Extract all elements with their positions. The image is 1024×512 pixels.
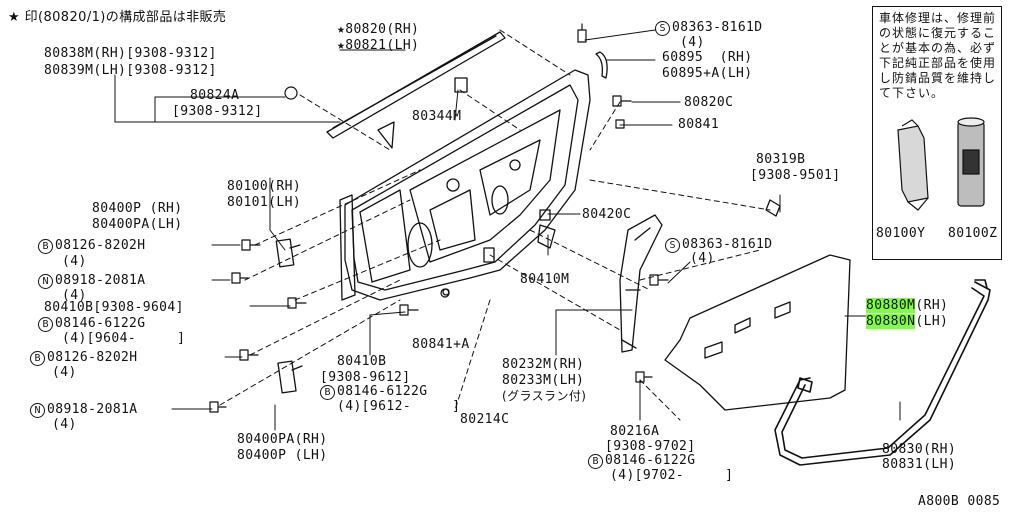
label-60895a: 60895+A(LH) (662, 66, 753, 81)
label-80880n: 80880N(LH) (866, 314, 949, 329)
label-08918-bot-qty: (4) (52, 417, 77, 432)
label-80214c: 80214C (460, 412, 510, 427)
screw-symbol: S (665, 238, 680, 253)
hinge-upper (275, 238, 301, 268)
label-80420c: 80420C (582, 207, 632, 222)
label-80831: 80831(LH) (882, 457, 957, 472)
door-shell (339, 69, 591, 301)
figure-reference: A800B 0085 (918, 494, 1001, 509)
label-80410m: 80410M (520, 272, 570, 287)
nut-symbol: N (38, 274, 53, 289)
notice-item-80100z: 80100Z (948, 226, 998, 241)
label-80216a: 80216A (610, 424, 660, 439)
label-08146-left-qty: (4)[9604- ] (62, 331, 186, 346)
repair-notice-text: 車体修理は、修理前の状態に復元することが基本の為、必ず下記純正部品を使用し防錆品… (879, 11, 997, 100)
nut-symbol: N (30, 403, 45, 418)
highlight-80880n: 80880N (866, 314, 916, 329)
label-80824a: 80824A (190, 88, 240, 103)
screw-symbol: S (655, 21, 670, 36)
repair-notice-box: 車体修理は、修理前の状態に復元することが基本の為、必ず下記純正部品を使用し防錆品… (872, 6, 1002, 260)
label-80838m: 80838M(RH)[9308-9312] (44, 46, 217, 61)
bolt-symbol: B (320, 385, 335, 400)
sealant-tube-icon (897, 119, 929, 211)
label-80344m: 80344M (412, 109, 462, 124)
window-regulator (619, 214, 663, 353)
door-trim-panel (664, 254, 851, 411)
corner-trim (377, 121, 395, 149)
part-80420c (539, 209, 551, 221)
fasteners (209, 23, 669, 413)
label-80216a-date: [9308-9702] (605, 439, 696, 454)
part-80410m (537, 224, 556, 249)
label-80319b-date: [9308-9501] (750, 168, 841, 183)
leader-lines (219, 29, 771, 421)
label-80839m: 80839M(LH)[9308-9312] (44, 63, 217, 78)
label-08146-right-qty: (4)[9702- ] (610, 468, 734, 483)
label-08363-top-qty: (4) (680, 35, 705, 50)
label-80820c: 80820C (684, 95, 734, 110)
label-80233m: 80233M(LH) (502, 373, 585, 388)
part-80319b (765, 199, 781, 217)
label-80101: 80101(LH) (227, 195, 302, 210)
label-80410b-mid-date: [9308-9612] (320, 370, 411, 385)
label-80100: 80100(RH) (227, 179, 302, 194)
label-08363-mid-qty: (4) (690, 251, 715, 266)
hinge-lower (277, 360, 303, 394)
solid-leaders (114, 29, 901, 431)
label-60895: 60895 (RH) (662, 50, 753, 65)
label-80232m: 80232M(RH) (502, 357, 585, 372)
label-80830: 80830(RH) (882, 442, 957, 457)
label-80824a-date: [9308-9312] (172, 104, 263, 119)
label-80820: ★80820(RH) (337, 22, 420, 37)
label-08126-top-qty: (4) (62, 254, 87, 269)
label-80400p: 80400P (RH) (92, 201, 183, 216)
label-80400pa-bot: 80400PA(RH) (237, 432, 328, 447)
part-80214c (483, 247, 495, 263)
label-08146-mid-qty: (4)[9612- ] (337, 399, 461, 414)
label-80319b: 80319B (756, 152, 806, 167)
bolt-symbol: B (38, 239, 53, 254)
bolt-symbol: B (30, 351, 45, 366)
weatherstrip-outer (326, 31, 506, 139)
clip-60895 (595, 51, 608, 79)
header-note: ★ 印(80820/1)の構成部品は非販売 (8, 10, 227, 25)
label-80410b-mid: 80410B (337, 354, 387, 369)
part-80841a (442, 288, 450, 296)
label-80400pa: 80400PA(LH) (92, 217, 183, 232)
highlight-80880m: 80880M (866, 298, 916, 313)
label-80232m-note: (グラスラン付) (502, 389, 587, 403)
label-80880m: 80880M(RH) (866, 298, 949, 313)
label-80410b-top: 80410B[9308-9604] (44, 300, 184, 315)
label-80400p-bot: 80400P (LH) (237, 448, 328, 463)
bolt-symbol: B (588, 454, 603, 469)
label-08126-bot-qty: (4) (52, 365, 77, 380)
label-80841a: 80841+A (412, 337, 470, 352)
label-80841: 80841 (678, 117, 720, 132)
door-seal (774, 279, 991, 466)
notice-item-80100y: 80100Y (876, 226, 926, 241)
bolt-symbol: B (38, 317, 53, 332)
clip-80344m (454, 77, 468, 93)
spray-can-icon (957, 117, 985, 207)
label-08918-top-qty: (4) (62, 288, 87, 303)
label-80821: ★80821(LH) (337, 38, 420, 53)
